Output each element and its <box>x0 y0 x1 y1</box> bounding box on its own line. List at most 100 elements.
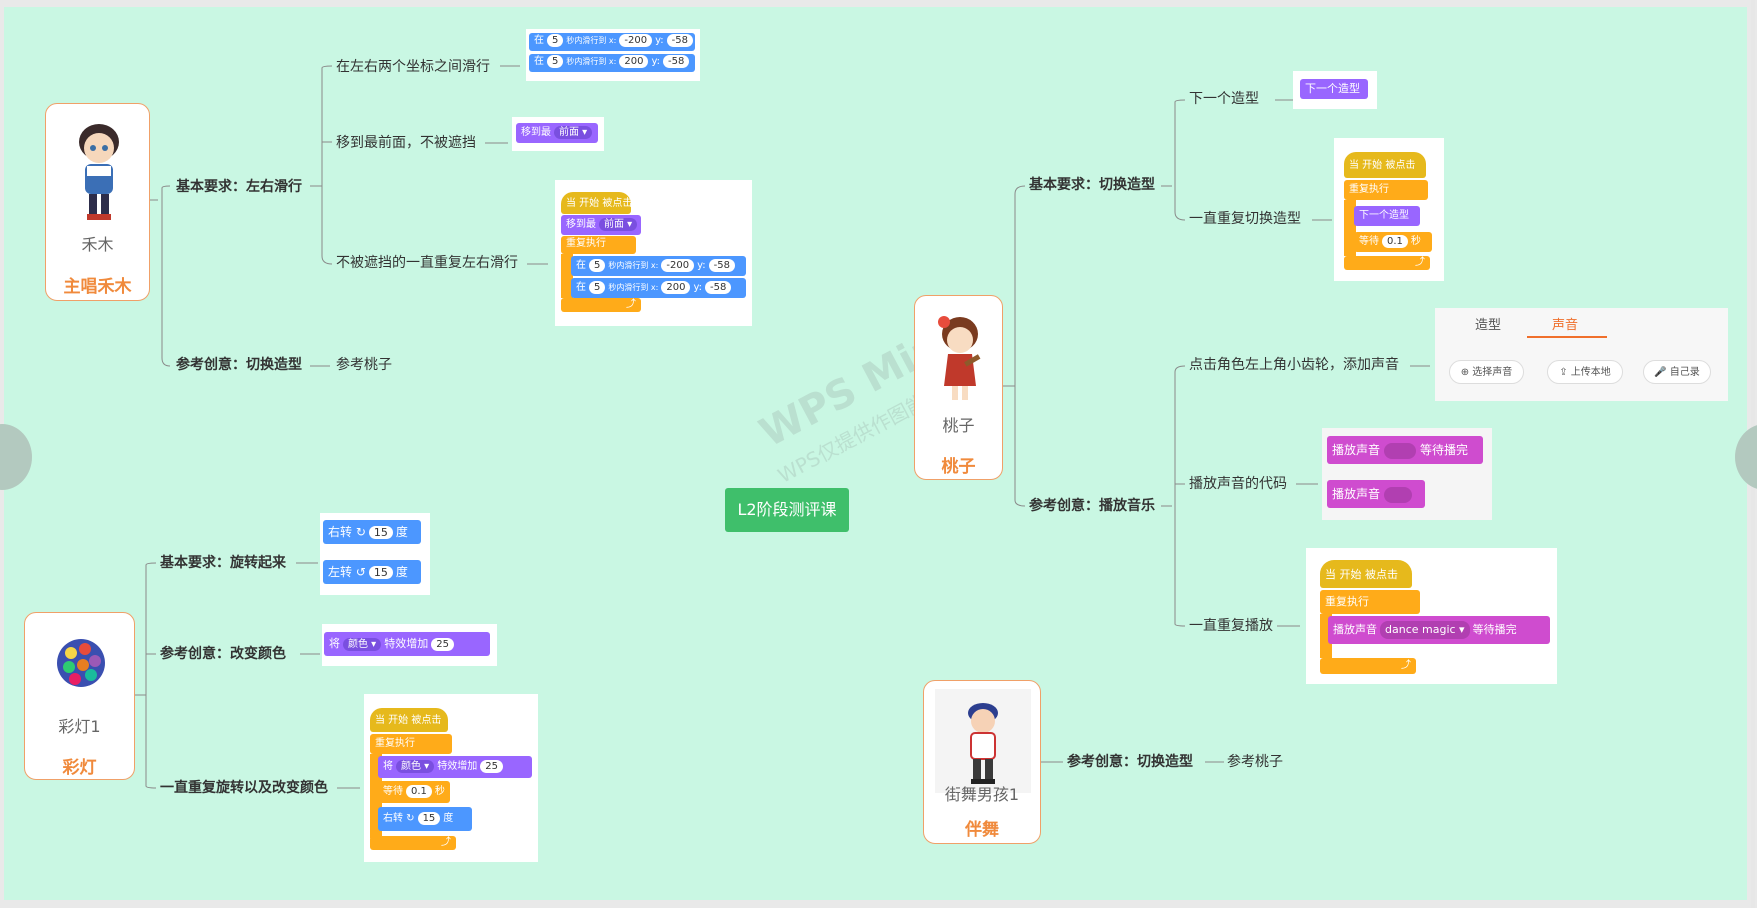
goto-label: 移到最 <box>566 219 596 230</box>
upload-sound-button[interactable]: ⇪ 上传本地 <box>1547 360 1623 384</box>
set-prefix: 将 <box>383 761 393 772</box>
taozi-sound-code[interactable]: 播放声音的代码 <box>1189 476 1287 492</box>
until-done-label: 等待播完 <box>1420 443 1469 457</box>
glide-mid: 秒内滑行到 x: <box>608 283 659 292</box>
taozi-music[interactable]: 参考创意：播放音乐 <box>1029 498 1155 514</box>
deg-unit: 度 <box>395 565 408 579</box>
hemu-idea[interactable]: 参考创意：切换造型 <box>176 357 302 373</box>
hemu-slide[interactable]: 在左右两个坐标之间滑行 <box>336 59 490 75</box>
glide-secs: 5 <box>547 55 564 68</box>
forever-end: ⤴ <box>561 298 641 312</box>
hemu-avatar <box>79 124 119 220</box>
taozi-repeat-switch[interactable]: 一直重复切换造型 <box>1189 211 1301 227</box>
character-card-hemu[interactable]: 禾木 主唱禾木 <box>45 103 150 301</box>
when-flag-block: 当 开始 被点击 <box>1320 560 1412 588</box>
forever-arm <box>1344 200 1356 256</box>
play-sound-image: 播放声音 等待播完 播放声音 <box>1322 428 1492 520</box>
glide-x: -200 <box>661 259 695 272</box>
deg-value: 15 <box>368 526 393 539</box>
glide-y-label: y: <box>655 35 664 46</box>
tab-sound[interactable]: 声音 <box>1552 318 1579 333</box>
turn-right-label: 右转 ↻ <box>383 813 415 824</box>
turn-right-label: 右转 ↻ <box>328 525 366 539</box>
when-flag-block: 当 开始 被点击 <box>561 192 632 214</box>
choose-sound-button[interactable]: ⊕ 选择声音 <box>1449 360 1524 384</box>
effect-value: 25 <box>480 760 503 773</box>
character-name: 桃子 <box>942 416 975 435</box>
play-sound-block: 播放声音 <box>1327 480 1425 508</box>
color-option: 颜色 ▾ <box>343 638 382 651</box>
hemu-front[interactable]: 移到最前面，不被遮挡 <box>336 135 476 151</box>
glide-y: -58 <box>708 259 735 272</box>
taozi-next[interactable]: 下一个造型 <box>1189 91 1259 107</box>
next-costume-block: 下一个造型 <box>1354 206 1420 226</box>
taozi-repeat-play[interactable]: 一直重复播放 <box>1189 618 1273 634</box>
caideng-repeat[interactable]: 一直重复旋转以及改变颜色 <box>160 780 328 796</box>
goto-front-image: 移到最前面 ▾ <box>512 117 604 151</box>
taozi-basic[interactable]: 基本要求：切换造型 <box>1029 177 1155 193</box>
glide-x: -200 <box>619 34 653 47</box>
glide-y-label: y: <box>651 56 661 67</box>
glide-mid: 秒内滑行到 x: <box>566 36 617 45</box>
glide-prefix: 在 <box>576 260 586 271</box>
when-flag-block: 当 开始 被点击 <box>1344 152 1426 178</box>
color-option: 颜色 ▾ <box>396 760 435 773</box>
wait-value: 0.1 <box>406 785 432 798</box>
turn-left-label: 左转 ↺ <box>328 565 366 579</box>
taozi-gear[interactable]: 点击角色左上角小齿轮，添加声音 <box>1189 357 1399 373</box>
effect-label: 特效增加 <box>384 637 429 650</box>
wait-label: 等待 <box>383 786 403 797</box>
play-sound-label: 播放声音 <box>1332 443 1381 457</box>
forever-end: ⤴ <box>1344 256 1430 270</box>
sound-slot <box>1384 486 1413 503</box>
next-arrow-button[interactable] <box>1735 424 1757 490</box>
character-name: 彩灯1 <box>58 717 101 736</box>
character-role: 伴舞 <box>965 820 999 840</box>
dancer-avatar <box>935 689 1031 793</box>
glide-secs: 5 <box>589 281 606 294</box>
next-costume-block: 下一个造型 <box>1300 79 1368 99</box>
jiewu-idea[interactable]: 参考创意：切换造型 <box>1067 754 1193 770</box>
active-tab-underline <box>1527 336 1607 338</box>
deg-value: 15 <box>417 812 441 825</box>
forever-block: 重复执行 <box>1320 590 1420 614</box>
hemu-repeat[interactable]: 不被遮挡的一直重复左右滑行 <box>336 255 518 271</box>
hemu-basic[interactable]: 基本要求：左右滑行 <box>176 179 302 195</box>
hemu-idea-ref[interactable]: 参考桃子 <box>336 357 392 373</box>
when-flag-block: 当 开始 被点击 <box>370 708 448 732</box>
effect-value: 25 <box>431 638 454 651</box>
wait-unit: 秒 <box>1410 236 1421 247</box>
sound-slot <box>1384 442 1417 459</box>
character-card-jiewu[interactable]: 街舞男孩1 伴舞 <box>923 680 1041 844</box>
root-node[interactable]: L2阶段测评课 <box>725 488 849 532</box>
wait-unit: 秒 <box>434 786 445 797</box>
deg-unit: 度 <box>395 525 408 539</box>
caideng-basic[interactable]: 基本要求：旋转起来 <box>160 555 286 571</box>
character-card-caideng[interactable]: 彩灯1 彩灯 <box>24 612 135 780</box>
character-card-taozi[interactable]: 桃子 桃子 <box>914 295 1003 480</box>
jiewu-idea-ref[interactable]: 参考桃子 <box>1227 754 1283 770</box>
caideng-color[interactable]: 参考创意：改变颜色 <box>160 646 286 662</box>
wait-value: 0.1 <box>1382 235 1408 248</box>
glide-y: -58 <box>705 281 732 294</box>
glide-prefix: 在 <box>534 35 544 46</box>
until-done-label: 等待播完 <box>1472 623 1517 636</box>
record-sound-button[interactable]: 🎤 自己录 <box>1643 360 1711 384</box>
forever-arm <box>561 254 573 298</box>
glide-secs: 5 <box>547 34 564 47</box>
forever-block: 重复执行 <box>1344 180 1428 200</box>
glide-x: 200 <box>619 55 649 68</box>
tab-costume[interactable]: 造型 <box>1475 318 1502 333</box>
